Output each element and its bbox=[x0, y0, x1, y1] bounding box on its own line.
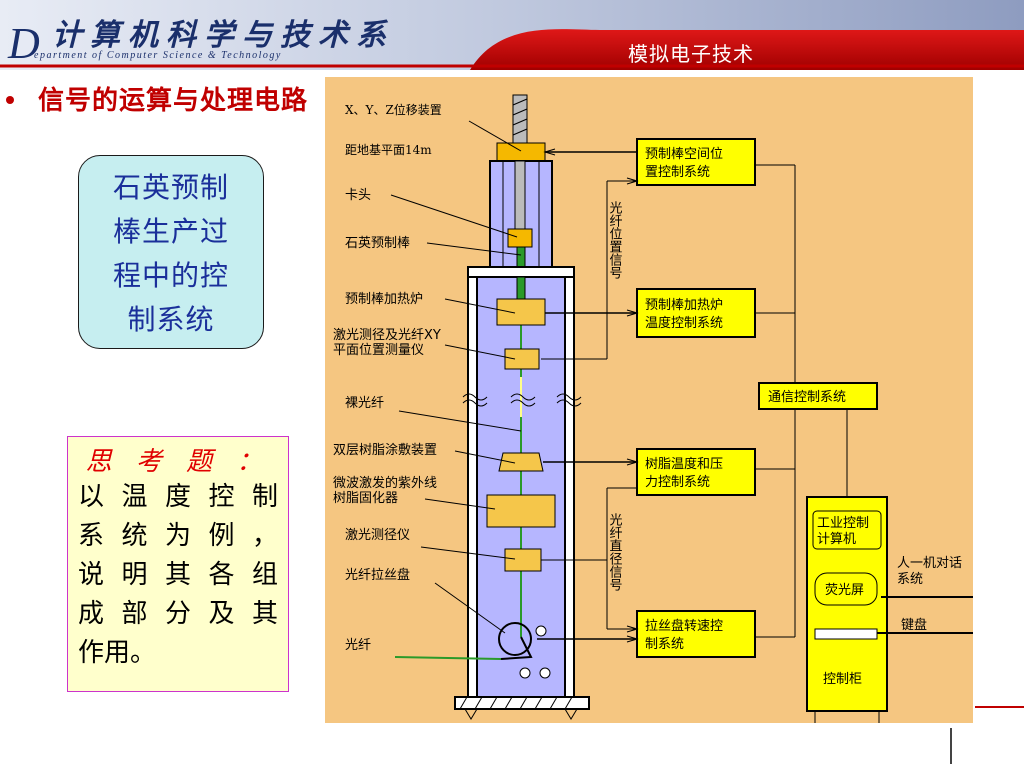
decor-bar bbox=[950, 728, 952, 764]
label-bare-fiber: 裸光纤 bbox=[345, 396, 384, 411]
bubble-line: 程中的控 bbox=[112, 259, 229, 292]
bubble-line: 石英预制 bbox=[112, 171, 229, 204]
laser-diameter-gauge bbox=[504, 548, 542, 572]
block-pos-line2: 置控制系统 bbox=[645, 165, 710, 180]
keyboard-label: 键盘 bbox=[901, 617, 927, 633]
question-line: 作用。 bbox=[78, 638, 157, 668]
label-laser-d: 激光测径仪 bbox=[345, 528, 410, 543]
label-coater: 双层树脂涂敷装置 bbox=[333, 442, 437, 458]
dept-title: 计算机科学与技术系 bbox=[52, 18, 394, 53]
computer-line1: 工业控制 bbox=[817, 516, 869, 531]
topic-bubble: 石英预制 棒生产过 程中的控 制系统 bbox=[78, 155, 264, 349]
block-temp-line1: 预制棒加热炉 bbox=[645, 298, 723, 313]
block-comm-label: 通信控制系统 bbox=[768, 390, 846, 405]
block-drum-line2: 制系统 bbox=[645, 637, 684, 652]
question-box: 思 考 题 ： 以温度控制 系统为例， 说明其各组 成部分及其 作用。 bbox=[67, 436, 289, 692]
header-banner: D 计算机科学与技术系 epartment of Computer Scienc… bbox=[0, 0, 1024, 70]
banner-graphic bbox=[0, 0, 1024, 70]
industrial-computer bbox=[812, 510, 882, 550]
diagram-canvas: X、Y、Z位移装置 距地基平面14m 卡头 石英预制棒 预制棒加热炉 激光测径及… bbox=[333, 94, 973, 723]
block-resin-line2: 力控制系统 bbox=[645, 475, 710, 490]
cabinet-label: 控制柜 bbox=[823, 672, 862, 687]
label-fiber-dia-signal: 光纤直径信号 bbox=[607, 513, 623, 591]
label-drum: 光纤拉丝盘 bbox=[345, 567, 410, 583]
decor-line bbox=[975, 706, 1024, 708]
fiber-output-line bbox=[394, 656, 502, 660]
block-pos-line1: 预制棒空间位 bbox=[645, 147, 723, 162]
question-title: 思 考 题 ： bbox=[85, 447, 271, 477]
hmi-line1: 人一机对话 bbox=[897, 556, 962, 571]
chuck bbox=[507, 228, 533, 248]
uv-curer bbox=[486, 494, 556, 528]
label-rod: 石英预制棒 bbox=[345, 236, 410, 251]
question-line: 以温度控制 bbox=[78, 482, 278, 512]
label-fiber: 光纤 bbox=[345, 638, 371, 653]
slide-heading: 信号的运算与处理电路 bbox=[38, 86, 309, 116]
fiber-draw-diagram: X、Y、Z位移装置 距地基平面14m 卡头 石英预制棒 预制棒加热炉 激光测径及… bbox=[325, 77, 973, 723]
question-line: 系统为例， bbox=[78, 521, 278, 551]
bubble-line: 棒生产过 bbox=[112, 215, 229, 248]
label-laser-xy-2: 平面位置测量仪 bbox=[333, 343, 424, 358]
label-uv-1: 微波激发的紫外线 bbox=[333, 475, 437, 491]
block-resin-line1: 树脂温度和压 bbox=[645, 456, 723, 472]
question-line: 成部分及其 bbox=[78, 599, 278, 629]
label-uv-2: 树脂固化器 bbox=[333, 491, 398, 506]
block-resin-control bbox=[636, 448, 756, 496]
screen-label: 荧光屏 bbox=[825, 583, 864, 598]
label-height: 距地基平面14m bbox=[345, 143, 432, 157]
dept-logo-letter: D bbox=[8, 19, 40, 68]
label-fiber-pos-signal: 光纤位置信号 bbox=[607, 201, 623, 279]
laser-xy-gauge bbox=[504, 348, 540, 370]
hmi-line2: 系统 bbox=[897, 572, 923, 587]
block-position-control bbox=[636, 138, 756, 186]
question-line: 说明其各组 bbox=[78, 560, 278, 590]
block-temp-line2: 温度控制系统 bbox=[645, 315, 723, 331]
screen bbox=[814, 572, 878, 606]
keyboard-graphic bbox=[814, 628, 878, 640]
label-furnace: 预制棒加热炉 bbox=[345, 292, 423, 307]
bullet-icon bbox=[6, 96, 14, 104]
label-laser-xy-1: 激光测径及光纤XY bbox=[333, 328, 441, 343]
resin-coater bbox=[498, 452, 544, 472]
block-drum-line1: 拉丝盘转速控 bbox=[645, 618, 723, 634]
computer-line2: 计算机 bbox=[817, 532, 856, 547]
block-comm-control bbox=[758, 382, 878, 410]
block-drum-control bbox=[636, 610, 756, 658]
furnace bbox=[496, 298, 546, 326]
course-title: 模拟电子技术 bbox=[628, 42, 754, 66]
drum bbox=[498, 622, 532, 656]
label-chuck: 卡头 bbox=[345, 188, 371, 203]
xyz-stage bbox=[496, 142, 546, 162]
bubble-line: 制系统 bbox=[127, 303, 215, 336]
label-xyz: X、Y、Z位移装置 bbox=[345, 102, 442, 117]
dept-subtitle: epartment of Computer Science & Technolo… bbox=[34, 50, 282, 61]
